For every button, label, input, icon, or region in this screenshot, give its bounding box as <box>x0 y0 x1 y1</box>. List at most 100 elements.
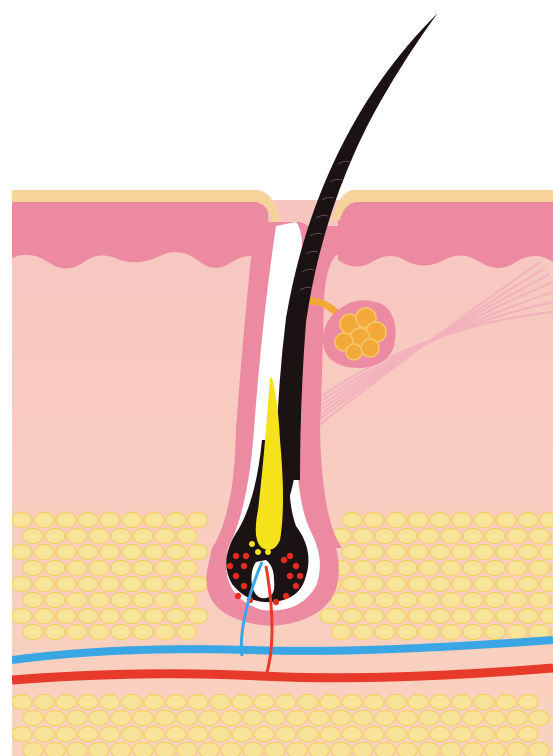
fat-cell <box>265 743 285 756</box>
fat-cell <box>188 577 208 592</box>
fat-cell <box>67 529 87 544</box>
fat-cell <box>507 625 527 640</box>
fat-cell <box>419 625 439 640</box>
fat-cell <box>89 711 109 726</box>
matrix-dot <box>233 553 239 559</box>
fat-cell <box>441 561 461 576</box>
fat-cell <box>353 529 373 544</box>
fat-cell <box>441 743 461 756</box>
fat-cell <box>78 545 98 560</box>
fat-cell <box>375 593 395 608</box>
fat-cell <box>375 711 395 726</box>
fat-cell <box>254 727 274 742</box>
fat-cell <box>529 743 549 756</box>
matrix-dot <box>241 583 247 589</box>
fat-cell <box>419 711 439 726</box>
fat-cell <box>78 609 98 624</box>
fat-cell <box>276 727 296 742</box>
fat-cell <box>441 711 461 726</box>
fat-cell <box>364 695 384 710</box>
fat-cell <box>34 609 54 624</box>
fat-cell <box>430 727 450 742</box>
fat-cell <box>496 577 516 592</box>
fat-cell <box>397 625 417 640</box>
fat-cell <box>67 743 87 756</box>
fat-cell <box>485 561 505 576</box>
matrix-dot <box>233 573 239 579</box>
fat-cell <box>12 577 32 592</box>
fat-cell <box>67 593 87 608</box>
fat-cell <box>441 529 461 544</box>
fat-cell <box>45 529 65 544</box>
fat-cell <box>485 593 505 608</box>
fat-cell <box>474 545 494 560</box>
fat-cell <box>364 609 384 624</box>
fat-cell <box>34 577 54 592</box>
fat-cell <box>78 513 98 528</box>
fat-cell <box>474 609 494 624</box>
fat-cell <box>144 695 164 710</box>
fat-cell <box>375 625 395 640</box>
fat-cell <box>45 743 65 756</box>
fat-cell <box>529 711 549 726</box>
fat-cell <box>353 561 373 576</box>
fat-cell <box>320 695 340 710</box>
fat-cell <box>243 743 263 756</box>
fat-cell <box>386 577 406 592</box>
fat-cell <box>353 711 373 726</box>
fat-cell <box>408 609 428 624</box>
fat-cell <box>309 711 329 726</box>
fat-cell <box>364 727 384 742</box>
fat-cell <box>507 743 527 756</box>
fat-cell <box>529 593 549 608</box>
fat-cell <box>89 743 109 756</box>
fat-cell <box>155 625 175 640</box>
fat-cell <box>221 711 241 726</box>
fat-cell <box>155 529 175 544</box>
fat-cell <box>67 561 87 576</box>
fat-cell <box>232 695 252 710</box>
fat-cell <box>155 743 175 756</box>
fat-cell <box>408 513 428 528</box>
fat-cell <box>56 513 76 528</box>
fat-cell <box>265 711 285 726</box>
fat-cell <box>12 727 32 742</box>
fat-cell <box>67 625 87 640</box>
fat-cell <box>155 711 175 726</box>
fat-cell <box>111 561 131 576</box>
fat-cell <box>320 727 340 742</box>
fat-cell <box>540 609 553 624</box>
fat-cell <box>166 609 186 624</box>
fat-cell <box>430 513 450 528</box>
fat-cell <box>188 695 208 710</box>
fat-cell <box>474 727 494 742</box>
fat-cell <box>188 609 208 624</box>
fat-cell <box>463 625 483 640</box>
fat-cell <box>45 711 65 726</box>
fat-cell <box>397 743 417 756</box>
fat-cell <box>507 711 527 726</box>
fat-cell <box>56 695 76 710</box>
fat-cell <box>177 711 197 726</box>
fat-cell <box>166 577 186 592</box>
fat-cell <box>34 695 54 710</box>
fat-cell <box>496 727 516 742</box>
fat-cell <box>386 727 406 742</box>
fat-cell <box>12 609 32 624</box>
fat-cell <box>397 561 417 576</box>
fat-cell <box>177 561 197 576</box>
fat-cell <box>166 545 186 560</box>
fat-cell <box>518 727 538 742</box>
fat-cell <box>188 513 208 528</box>
fat-cell <box>375 561 395 576</box>
fat-cell <box>122 513 142 528</box>
fat-cell <box>496 513 516 528</box>
fat-cell <box>111 529 131 544</box>
fat-cell <box>177 593 197 608</box>
fat-cell <box>23 529 43 544</box>
fat-cell <box>529 529 549 544</box>
fat-cell <box>111 711 131 726</box>
fat-cell <box>474 513 494 528</box>
fat-cell <box>463 711 483 726</box>
